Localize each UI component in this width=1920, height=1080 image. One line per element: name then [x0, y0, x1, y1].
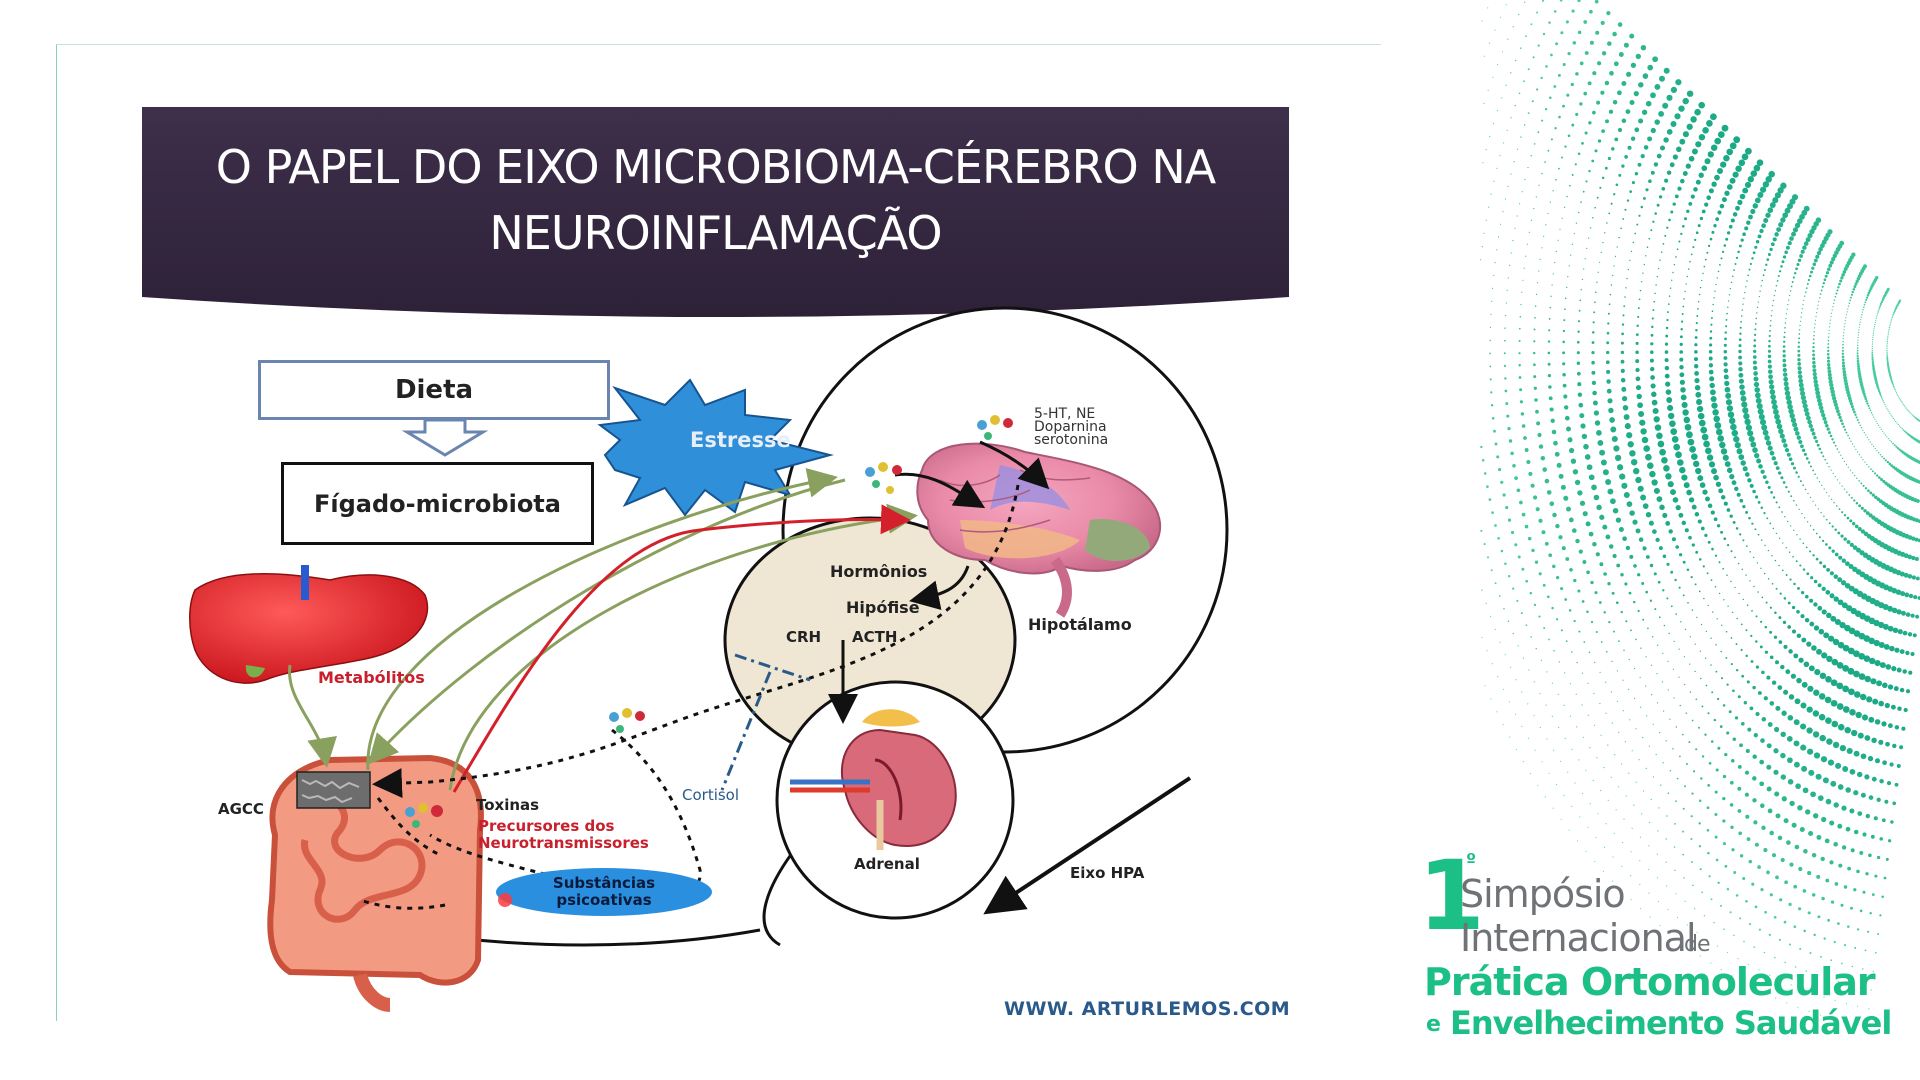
neurotransmitter-label-3: serotonina	[1034, 432, 1109, 448]
dieta-down-arrow	[401, 418, 489, 457]
title-banner	[142, 107, 1289, 317]
dieta-box: Dieta	[258, 360, 610, 420]
neurotransmitter-label-2: Doparnina	[1034, 419, 1107, 435]
event-title-line4-prefix: e	[1426, 1012, 1441, 1037]
event-title-line4: Envelhecimento Saudável	[1450, 1004, 1892, 1042]
hpa-axis-label: Eixo HPA	[1070, 864, 1145, 882]
microbiota-patch	[296, 771, 371, 809]
figado-microbiota-box: Fígado-microbiota	[281, 462, 594, 545]
psychoactive-label-2: psicoativas	[556, 891, 652, 909]
slide-frame	[56, 44, 1381, 1021]
event-title-line1: Simpósio	[1460, 872, 1626, 916]
acth-label: ACTH	[852, 628, 898, 646]
metabolites-label: Metabólitos	[318, 668, 425, 687]
hypothalamus-label: Hipotálamo	[1028, 615, 1132, 634]
neurotransmitter-label-1: 5-HT, NE	[1034, 406, 1096, 422]
stress-starburst	[597, 378, 834, 517]
hormones-label: Hormônios	[830, 562, 928, 581]
slide-title-line2: NEUROINFLAMAÇÃO	[489, 206, 942, 260]
event-edition-number: 1	[1418, 840, 1485, 952]
adrenal-label: Adrenal	[854, 855, 920, 873]
stress-label: Estresse	[690, 428, 791, 452]
footer-website: WWW. ARTURLEMOS.COM	[1004, 998, 1291, 1020]
neurotransmitter-molecules-icon	[405, 415, 1013, 828]
liver-illustration	[189, 565, 429, 684]
precursors-label-2: Neurotransmissores	[478, 834, 649, 852]
cortisol-label: Cortisol	[682, 786, 740, 804]
halftone-dots-decoration	[1480, 0, 1920, 1028]
event-title-line2: Internacional	[1460, 916, 1697, 960]
pituitary-label: Hipófise	[846, 598, 920, 617]
slide-title-line1: O PAPEL DO EIXO MICROBIOMA-CÉREBRO NA	[215, 140, 1216, 194]
event-title-line3: Prática Ortomolecular	[1424, 960, 1876, 1004]
kidney-illustration	[790, 709, 957, 850]
event-edition-ordinal: º	[1466, 850, 1477, 871]
psychoactive-label-1: Substâncias	[552, 874, 656, 892]
agcc-label: AGCC	[218, 800, 264, 818]
event-title-line2-suffix: de	[1684, 932, 1710, 957]
toxins-label: Toxinas	[476, 796, 540, 814]
precursors-label-1: Precursores dos	[478, 817, 615, 835]
crh-label: CRH	[786, 628, 822, 646]
psychoactive-substances-bubble	[496, 868, 712, 916]
